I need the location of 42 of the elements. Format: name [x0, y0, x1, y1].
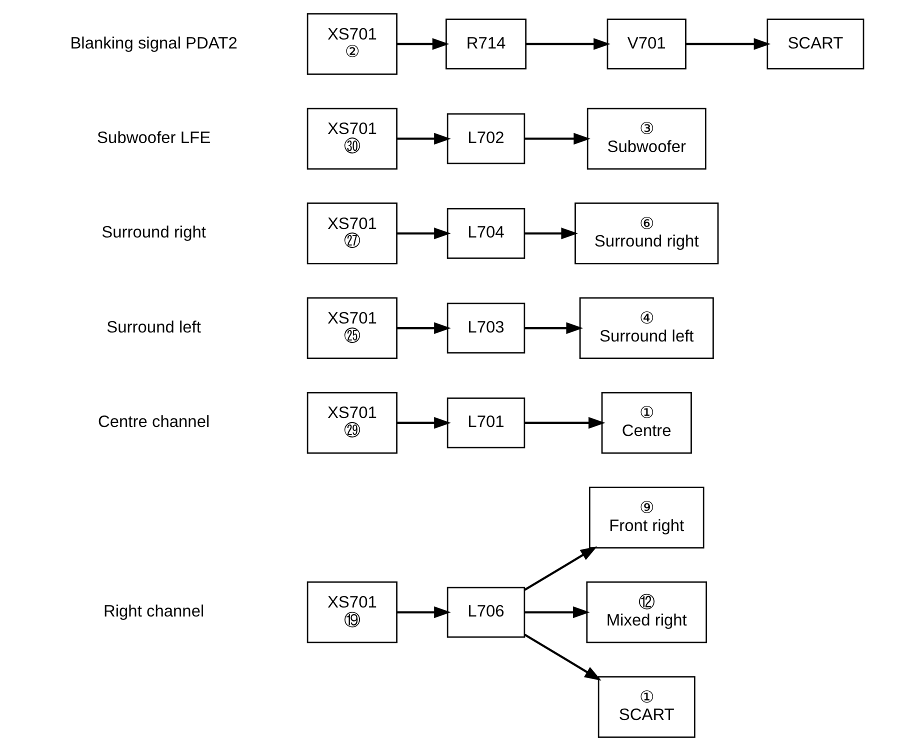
label: Surround left: [106, 318, 201, 336]
node-box: XS701 ㉕: [306, 297, 398, 360]
node-box: L706: [446, 586, 526, 638]
node-box: ① Centre: [601, 392, 692, 454]
arrow: [524, 546, 598, 591]
arrow: [524, 322, 583, 334]
arrow: [396, 228, 451, 240]
node-box: R714: [446, 18, 526, 70]
arrow: [396, 38, 450, 50]
node-box: XS701 ㉙: [306, 392, 398, 454]
arrow: [396, 416, 451, 429]
arrow: [396, 322, 451, 334]
node-box: XS701 ②: [306, 13, 398, 75]
node-box: L701: [446, 397, 526, 448]
node-box: XS701 ㉚: [306, 108, 398, 170]
label: Subwoofer LFE: [97, 128, 211, 147]
label: Centre channel: [98, 413, 210, 432]
arrow: [524, 634, 602, 681]
arrow: [524, 606, 590, 618]
arrow: [686, 38, 771, 50]
node-box: ⑨ Front right: [588, 486, 704, 548]
node-box: ⑥ Surround right: [574, 202, 719, 264]
arrow: [524, 416, 606, 429]
node-box: L702: [446, 113, 526, 164]
node-box: ① SCART: [598, 676, 696, 738]
label: Surround right: [102, 224, 206, 242]
label: Right channel: [103, 602, 204, 621]
node-box: ④ Surround left: [579, 297, 714, 360]
label: Blanking signal PDAT2: [70, 34, 238, 52]
node-box: XS701 ⑲: [306, 581, 398, 644]
arrow: [524, 228, 578, 240]
arrow: [526, 38, 610, 50]
node-box: L703: [446, 302, 526, 354]
node-box: XS701 ㉗: [306, 202, 398, 264]
node-box: ⑫ Mixed right: [586, 581, 708, 644]
node-box: ③ Subwoofer: [586, 108, 706, 170]
node-box: L704: [446, 208, 526, 259]
arrow: [524, 132, 590, 145]
arrow: [396, 132, 451, 145]
arrow: [396, 606, 451, 618]
node-box: SCART: [766, 18, 864, 70]
node-box: V701: [606, 18, 686, 70]
